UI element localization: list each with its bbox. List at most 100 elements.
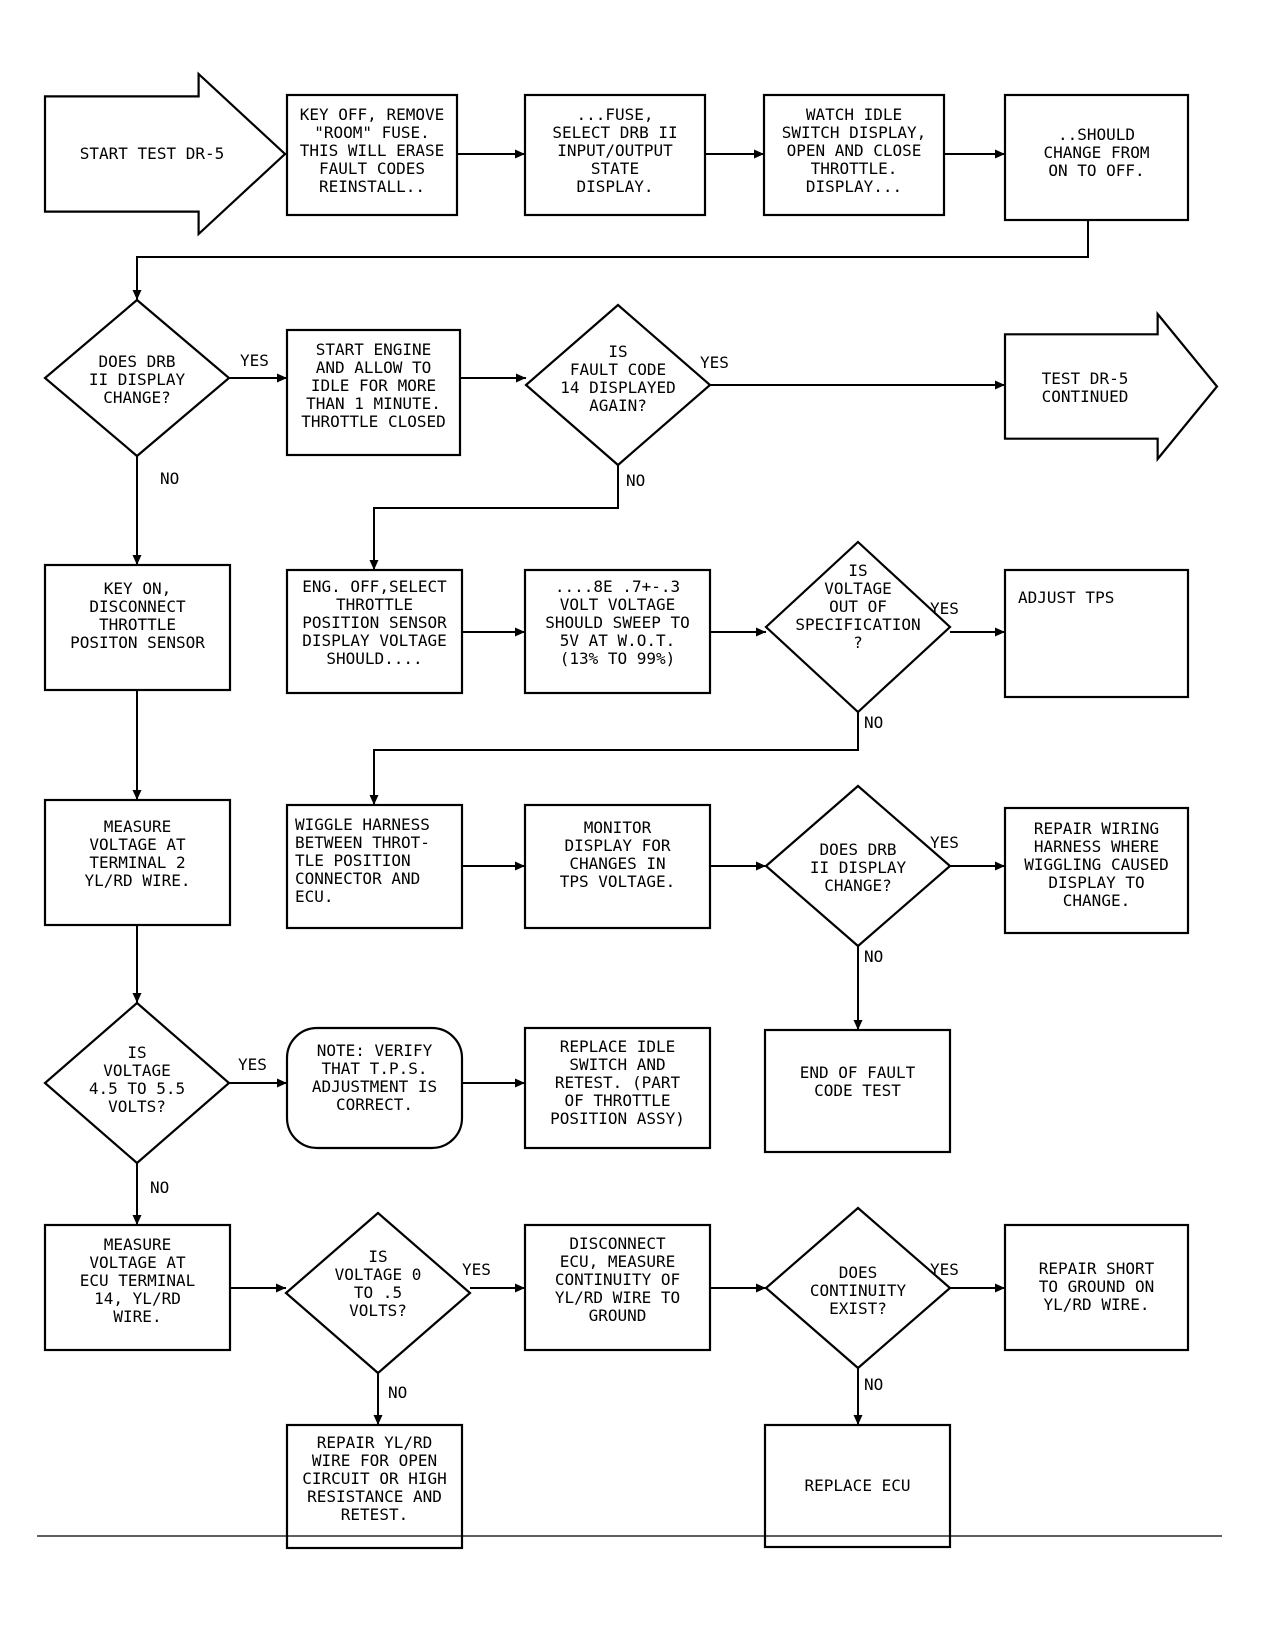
node-text-line: ENG. OFF,SELECT [302,577,447,596]
arrowhead [995,380,1005,390]
node-text-line: IS [368,1247,387,1266]
node-text-line: MEASURE [104,1235,171,1254]
no-label: NO [388,1383,407,1402]
node-text-line: SPECIFICATION [795,615,920,634]
node-text-line: VOLTAGE [103,1061,170,1080]
node-text-line: OPEN AND CLOSE [787,141,922,160]
node-text-line: II DISPLAY [810,858,907,877]
arrowhead [515,861,525,871]
node-text-line: DISPLAY FOR [565,836,671,855]
node-text-line: DOES DRB [98,352,175,371]
node-text-line: TEST DR-5 [1042,369,1129,388]
node-text-line: THROTTLE CLOSED [301,412,446,431]
node-text-line: REPAIR SHORT [1039,1259,1155,1278]
node-text-line: KEY OFF, REMOVE [300,105,445,124]
arrowhead [853,1020,863,1030]
node-text-line: SHOULD.... [326,649,422,668]
node-text-line: TLE POSITION [295,851,411,870]
edge-dspec-no-wiggle [373,712,859,805]
node-text-line: DISCONNECT [569,1234,666,1253]
arrowhead [853,1415,863,1425]
node-text-line: 5V AT W.O.T. [560,631,676,650]
node-text-line: WIRE FOR OPEN [312,1451,437,1470]
arrowhead [276,1283,286,1293]
node-text-line: CHANGES IN [569,854,665,873]
node-text-line: GROUND [589,1306,647,1325]
node-text-line: POSITION ASSY) [550,1109,685,1128]
node-text-line: VOLT VOLTAGE [560,595,676,614]
node-text-line: 4.5 TO 5.5 [89,1079,185,1098]
arrowhead [515,1283,525,1293]
node-text-line: FAULT CODES [319,159,425,178]
node-text-line: STATE [591,159,639,178]
node-text-line: CODE TEST [814,1081,901,1100]
no-label: NO [150,1178,169,1197]
node-text-line: FAULT CODE [570,360,666,379]
node-text-line: DOES DRB [819,840,896,859]
node-text-line: 14, YL/RD [94,1289,181,1308]
node-text-line: ? [853,633,863,652]
node-text-line: CONNECTOR AND [295,869,420,888]
node-text-line: VOLTAGE [824,579,891,598]
node-text-line: "ROOM" FUSE. [314,123,430,142]
node-text-line: (13% TO 99%) [560,649,676,668]
node-text-line: SWITCH AND [569,1055,665,1074]
node-text-line: BETWEEN THROT- [295,833,430,852]
arrowhead [995,1283,1005,1293]
node-text-line: KEY ON, [104,579,171,598]
arrowhead [995,627,1005,637]
node-text-line: VOLTS? [108,1097,166,1116]
node-text-line: INPUT/OUTPUT [557,141,673,160]
arrowhead [516,373,526,383]
no-label: NO [160,469,179,488]
node-text-line: ..SHOULD [1058,125,1135,144]
node-adjust-tps: ADJUST TPS [1003,568,1190,699]
node-start: START TEST DR-5 [43,71,287,237]
node-text-line: AGAIN? [589,396,647,415]
yes-label: YES [930,833,959,852]
node-text-line: ECU, MEASURE [560,1252,676,1271]
node-text-line: VOLTAGE AT [89,1253,186,1272]
edge-d14-no-engoff [373,465,619,570]
node-text-line: CONTINUITY [810,1281,907,1300]
node-text-line: IS [608,342,627,361]
node-text-line: YL/RD WIRE TO [555,1288,680,1307]
yes-label: YES [930,1260,959,1279]
yes-label: YES [240,351,269,370]
node-text-line: ADJUST TPS [1018,588,1114,607]
node-text-line: REPAIR WIRING [1034,819,1159,838]
node-text-line: CHANGE? [103,388,170,407]
node-text-line: OF THROTTLE [565,1091,671,1110]
arrowhead [277,1078,287,1088]
node-text-line: DISPLAY TO [1048,873,1144,892]
yes-label: YES [700,353,729,372]
shapes: START TEST DR-5 KEY OFF, REMOVE"ROOM" FUS… [43,71,1219,1550]
node-text-line: SWITCH DISPLAY, [782,123,927,142]
node-text-line: MEASURE [104,817,171,836]
node-text-line: ADJUSTMENT IS [312,1077,437,1096]
yes-label: YES [238,1055,267,1074]
node-text-line: START TEST DR-5 [80,144,225,163]
node-text-line: POSITION SENSOR [302,613,447,632]
yes-label: YES [930,599,959,618]
arrowhead [369,560,379,570]
arrowhead [756,627,766,637]
node-text-line: SELECT DRB II [552,123,677,142]
node-text-line: RETEST. (PART [555,1073,681,1092]
node-text-line: CONTINUITY OF [555,1270,680,1289]
